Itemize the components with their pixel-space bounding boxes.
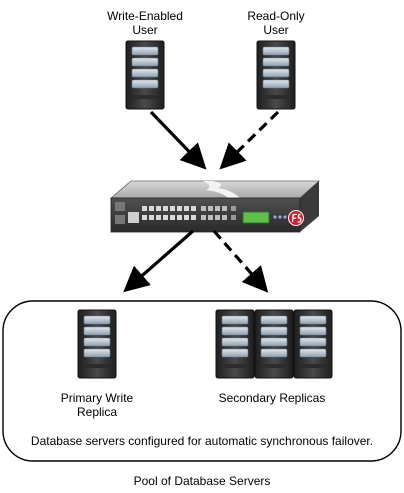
secondary-replica-server-icon [254,309,294,379]
write-user-server-icon [125,40,165,110]
read-user-to-lb-arrow [219,110,280,170]
secondary-replica-server-icon [215,309,255,379]
read-user-label-line2: User [263,23,289,37]
lb-to-secondary-arrow [212,229,269,293]
primary-replica-server-icon [77,309,117,379]
primary-replica-label-line1: Primary Write [60,391,134,405]
primary-replica-label-line2: Replica [76,405,118,419]
write-user-label-line2: User [132,23,158,37]
pool-caption: Pool of Database Servers [133,474,271,488]
lb-to-primary-arrow [123,229,195,293]
primary-replica-label: Primary Write Replica [32,391,162,419]
f5-logo-icon [288,210,304,226]
read-user-server-icon [256,40,296,110]
read-user-label-line1: Read-Only [247,9,305,23]
write-user-label: Write-Enabled User [80,9,210,37]
secondary-replica-server-icon [293,309,333,379]
load-balancer-icon [109,180,321,233]
secondary-replicas-label: Secondary Replicas [218,391,326,405]
write-user-to-lb-arrow [149,110,207,170]
read-user-label: Read-Only User [211,9,341,37]
failover-note: Database servers configured for automati… [30,434,374,448]
write-user-label-line1: Write-Enabled [107,9,183,23]
